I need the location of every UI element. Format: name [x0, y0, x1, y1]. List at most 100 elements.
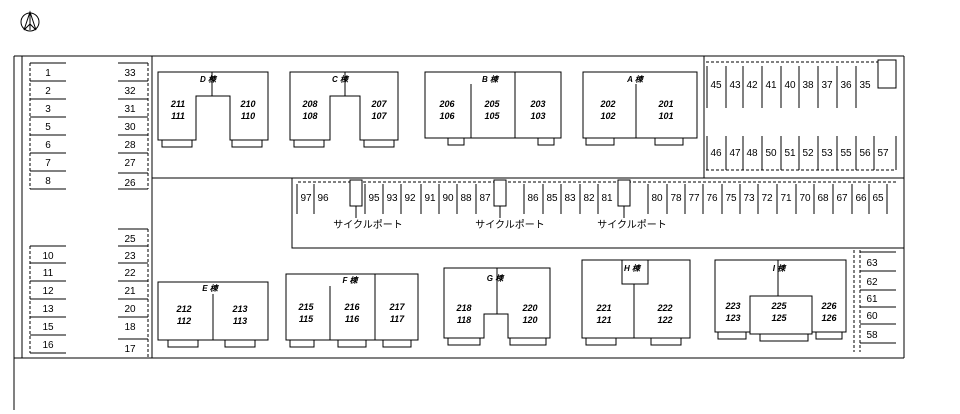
- unit-207-lower: 107: [371, 111, 387, 121]
- entrance-step: [654, 137, 684, 146]
- unit-215-upper: 215: [297, 302, 314, 312]
- parking-space-72: 72: [761, 193, 773, 204]
- unit-225-lower: 125: [771, 313, 787, 323]
- parking-space-90: 90: [442, 193, 454, 204]
- unit-203-lower: 103: [530, 111, 545, 121]
- entrance-step: [337, 339, 367, 348]
- parking-space-6: 6: [45, 140, 51, 151]
- unit-220-lower: 120: [522, 315, 537, 325]
- parking-space-60: 60: [866, 311, 878, 322]
- parking-space-81: 81: [601, 193, 613, 204]
- entrance-step: [815, 331, 843, 340]
- north-arrow-icon: [20, 10, 40, 32]
- cycle-port-shelter: [617, 179, 631, 207]
- parking-space-42: 42: [746, 80, 758, 91]
- building-F: [285, 273, 419, 341]
- parking-space-12: 12: [42, 286, 54, 297]
- unit-201-lower: 101: [658, 111, 673, 121]
- unit-226-upper: 226: [820, 301, 837, 311]
- parking-space-48: 48: [746, 148, 758, 159]
- entrance-step: [363, 139, 395, 148]
- parking-space-27: 27: [124, 158, 136, 169]
- parking-space-38: 38: [802, 80, 814, 91]
- parking-space-18: 18: [124, 322, 136, 333]
- building-H-label: H 棟: [624, 264, 642, 273]
- entrance-step: [293, 139, 325, 148]
- building-E-label: E 棟: [202, 284, 220, 293]
- entrance-step: [585, 337, 617, 346]
- parking-space-5: 5: [45, 122, 51, 133]
- parking-space-55: 55: [840, 148, 852, 159]
- utility-box: [877, 59, 897, 89]
- parking-space-33: 33: [124, 68, 136, 79]
- entrance-step: [167, 339, 199, 348]
- building-F-label: F 棟: [342, 276, 359, 285]
- unit-226-lower: 126: [821, 313, 837, 323]
- parking-space-25: 25: [124, 234, 136, 245]
- parking-space-73: 73: [743, 193, 755, 204]
- unit-206-lower: 106: [439, 111, 455, 121]
- parking-space-80: 80: [651, 193, 663, 204]
- unit-205-upper: 205: [483, 99, 500, 109]
- unit-216-upper: 216: [343, 302, 360, 312]
- parking-space-50: 50: [765, 148, 777, 159]
- unit-221-upper: 221: [595, 303, 611, 313]
- building-A-label: A 棟: [626, 75, 645, 84]
- entrance-step: [650, 337, 682, 346]
- unit-210-upper: 210: [239, 99, 255, 109]
- parking-space-57: 57: [877, 148, 889, 159]
- building-D-label: D 棟: [200, 75, 218, 84]
- parking-space-28: 28: [124, 140, 136, 151]
- entrance-step: [231, 139, 263, 148]
- unit-212-lower: 112: [177, 316, 191, 326]
- parking-space-66: 66: [855, 193, 867, 204]
- entrance-step: [585, 137, 615, 146]
- unit-206-upper: 206: [438, 99, 455, 109]
- cycle-port-shelter: [349, 179, 363, 207]
- parking-space-96: 96: [317, 193, 329, 204]
- entrance-step: [382, 339, 412, 348]
- entrance-step: [759, 333, 809, 342]
- cycle-port-label: サイクルポート: [597, 219, 667, 231]
- unit-212-upper: 212: [175, 304, 191, 314]
- parking-space-2: 2: [45, 86, 51, 97]
- parking-space-78: 78: [670, 193, 682, 204]
- parking-space-88: 88: [460, 193, 472, 204]
- parking-space-1: 1: [45, 68, 51, 79]
- parking-space-53: 53: [821, 148, 833, 159]
- parking-space-26: 26: [124, 178, 136, 189]
- parking-space-8: 8: [45, 176, 51, 187]
- parking-space-40: 40: [784, 80, 796, 91]
- parking-space-87: 87: [479, 193, 491, 204]
- parking-space-13: 13: [42, 304, 54, 315]
- north-arrow: [23, 10, 37, 31]
- parking-space-58: 58: [866, 330, 878, 341]
- unit-203-upper: 203: [529, 99, 545, 109]
- parking-space-52: 52: [802, 148, 814, 159]
- parking-space-31: 31: [124, 104, 136, 115]
- unit-218-upper: 218: [455, 303, 471, 313]
- unit-217-upper: 217: [388, 302, 405, 312]
- parking-space-36: 36: [840, 80, 852, 91]
- parking-space-30: 30: [124, 122, 136, 133]
- parking-space-46: 46: [710, 148, 722, 159]
- unit-216-lower: 116: [345, 314, 360, 324]
- unit-222-upper: 222: [656, 303, 672, 313]
- unit-223-upper: 223: [724, 301, 740, 311]
- parking-space-67: 67: [836, 193, 848, 204]
- unit-202-lower: 102: [600, 111, 615, 121]
- unit-222-lower: 122: [657, 315, 672, 325]
- unit-213-lower: 113: [233, 316, 247, 326]
- parking-space-85: 85: [546, 193, 558, 204]
- parking-space-47: 47: [729, 148, 741, 159]
- parking-space-15: 15: [42, 322, 54, 333]
- parking-space-97: 97: [300, 193, 312, 204]
- unit-211-lower: 111: [171, 111, 185, 121]
- parking-space-11: 11: [43, 268, 54, 279]
- cycle-port-label: サイクルポート: [333, 219, 403, 231]
- building-B-label: B 棟: [482, 75, 500, 84]
- parking-space-3: 3: [45, 104, 51, 115]
- parking-space-83: 83: [564, 193, 576, 204]
